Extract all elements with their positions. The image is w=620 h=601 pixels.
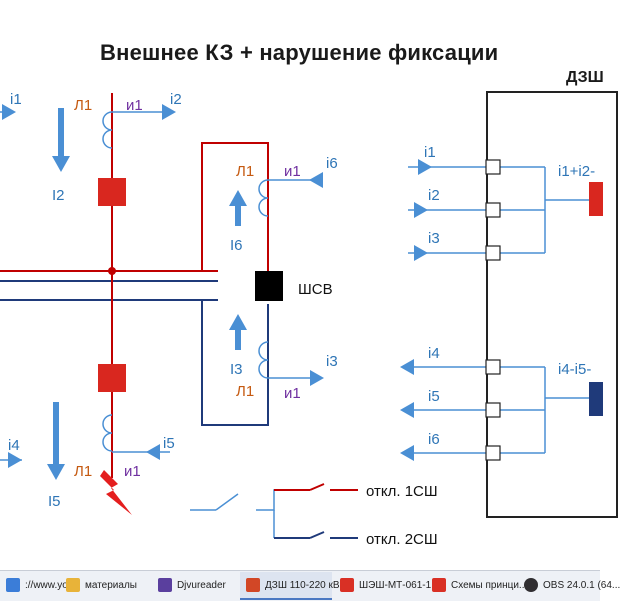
relay-in-label-i6: i6 [428,431,440,448]
relay-in-i6-arrowhead [400,445,414,461]
relay-label: ДЗШ [566,69,604,86]
I2-flow-arrow [52,108,70,172]
relay-term-2 [485,202,501,218]
djvu-icon [157,578,172,592]
label-I2: I2 [52,187,65,204]
label-I6: I6 [230,237,243,254]
relay-element-bottom [589,382,603,416]
diagram-svg: ДЗШ [0,69,618,548]
i2-arrowhead [162,104,176,120]
relay-in-label-i2: i2 [428,187,440,204]
fault-lightning-icon [100,470,132,515]
ct-left-bottom [102,414,113,452]
relay-box [486,91,618,518]
label-i5: i5 [163,435,175,452]
label-u1-section-bottom: и1 [284,385,301,402]
label-shsv: ШСВ [298,281,333,298]
relay-in-label-i5: i5 [428,388,440,405]
relay-term-1 [485,159,501,175]
relay-in-label-i1: i1 [424,144,436,161]
relay-element-top [589,182,603,216]
relay-in-label-i4: i4 [428,345,440,362]
folder-icon [66,578,80,592]
label-off-1: откл. 1СШ [366,483,438,500]
relay-in-i2-arrowhead [414,202,428,218]
breaker-left-bottom [98,364,126,392]
label-L1-top: Л1 [74,97,92,114]
taskbar-item-browser[interactable]: ://www.yo... [0,572,76,600]
relay-in-i3-arrowhead [414,245,428,261]
I6-flow-arrow [229,190,247,226]
label-off-2: откл. 2СШ [366,531,438,548]
label-L1-bottom: Л1 [74,463,92,480]
i6-arrowhead [309,172,323,188]
relay-in-label-i3: i3 [428,230,440,247]
label-i3: i3 [326,353,338,370]
contact1-b [309,483,325,491]
slide-title: Внешнее КЗ + нарушение фиксации [100,40,499,65]
browser-icon [6,578,20,592]
switch-arm [215,493,239,511]
switch-fork [256,489,300,511]
section-blue-loop [201,299,269,426]
label-u1-bottom: и1 [124,463,141,480]
i4-arrowhead [8,452,22,468]
relay-term-6 [485,445,501,461]
relay-term-3 [485,245,501,261]
diagram-canvas: Внешнее КЗ + нарушение фиксации ДЗШ [0,40,618,548]
shsv-breaker [255,271,283,301]
breaker-left-top [98,178,126,206]
pdf-icon [432,578,446,592]
label-i1: i1 [10,91,22,108]
taskbar-item-folder[interactable]: материалы [60,572,150,600]
label-i2: i2 [170,91,182,108]
ct-section-top [258,179,269,217]
I3-flow-arrow [229,314,247,350]
taskbar-item-djvu[interactable]: Djvureader [152,572,238,600]
pdf-icon [340,578,354,592]
taskbar-item-pdf-1[interactable]: ШЭШ-МТ-061-1... [334,572,440,600]
taskbar-item-powerpoint[interactable]: ДЗШ 110-220 кВ... [240,572,348,600]
ct-section-bottom [258,341,269,379]
relay-in-i5-arrowhead [400,402,414,418]
i5-arrowhead [146,444,160,460]
label-i4: i4 [8,437,20,454]
taskbar-item-pdf-2[interactable]: Схемы принци... [426,572,527,600]
contact2-b [309,531,325,539]
ct-left-top [102,111,113,149]
label-L1-section-bottom: Л1 [236,383,254,400]
relay-sum-bottom: i4-i5- [558,361,591,378]
section-red-loop [201,142,269,272]
relay-in-i4-arrowhead [400,359,414,375]
relay-sum-top: i1+i2- [558,163,595,180]
label-i6: i6 [326,155,338,172]
relay-in-i1-arrowhead [418,159,432,175]
junction-dot [108,267,116,275]
label-u1-section-top: и1 [284,163,301,180]
label-I5: I5 [48,493,61,510]
label-u1-top: и1 [126,97,143,114]
powerpoint-icon [246,578,260,592]
obs-icon [524,578,538,592]
relay-term-4 [485,359,501,375]
i3-arrowhead [310,370,324,386]
label-L1-section-top: Л1 [236,163,254,180]
i1-arrowhead [2,104,16,120]
taskbar: ://www.yo... материалы Djvureader ДЗШ 11… [0,570,620,601]
relay-term-5 [485,402,501,418]
I5-flow-arrow [47,402,65,480]
label-I3: I3 [230,361,243,378]
taskbar-item-obs[interactable]: OBS 24.0.1 (64... [518,572,620,600]
relay-bottom-group [408,366,590,454]
